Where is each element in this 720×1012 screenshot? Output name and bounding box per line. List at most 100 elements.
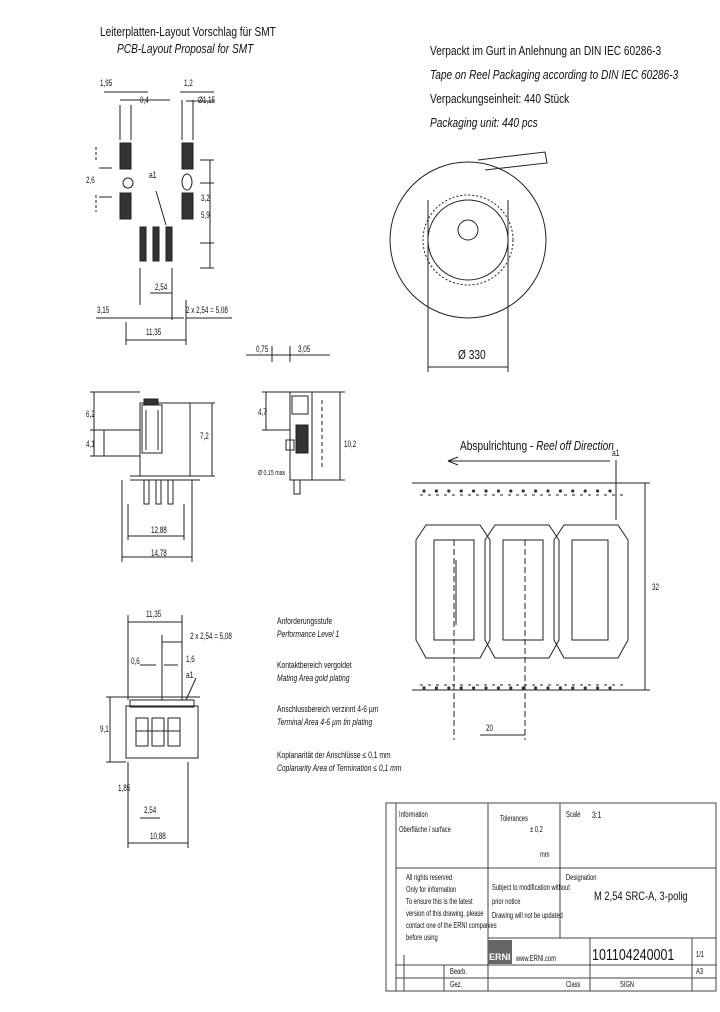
sprocket-hole [509,489,513,493]
dim-0-75: 0,75 [256,344,269,354]
sprocket-hole [583,686,587,690]
tb-subject-3: Drawing will not be updated [492,911,563,920]
tb-designation: M 2,54 SRC-A, 3-polig [594,889,688,903]
sprocket-hole [521,489,525,493]
dim-dia-1-15: Ø1,15 [198,95,216,105]
side-view [262,392,345,494]
erni-logo: ERNI [489,952,511,962]
sprocket-hole [608,489,612,493]
title-block-frame [386,803,716,991]
front-view [90,392,215,562]
dim-2-54: 2,54 [155,282,168,292]
dim-9-1: 9,1 [100,724,109,734]
tb-rights: All rights reserved [406,873,453,882]
tb-surface: Oberfläche / surface [399,825,451,834]
sprocket-hole [447,686,451,690]
tape-a1-label: a1 [612,448,620,458]
sprocket-hole [534,686,538,690]
tb-information: Information [399,810,428,819]
note-4-en: Coplanarity Area of Termination ≤ 0,1 mm [277,763,402,773]
tb-only-info: Only for information [406,885,457,894]
dim-0-4: 0,4 [140,95,149,105]
note-4-de: Koplanarität der Anschlüsse ≤ 0,1 mm [277,750,391,760]
sprocket-hole [472,489,476,493]
sprocket-hole [534,489,538,493]
dim-1-6: 1,6 [186,654,195,664]
tape-pitch-20: 20 [486,723,494,733]
tb-part-number: 101104240001 [592,947,675,964]
dim-bottom-11-35: 11,35 [146,609,162,619]
tb-sheet: 1/1 [696,950,705,959]
tb-tol-symbol: ± 0,2 [530,825,543,834]
tb-class-label: Class [566,980,581,989]
note-2-de: Kontaktbereich vergoldet [277,660,352,670]
dim-3-15: 3,15 [97,305,110,315]
packaging-line1-de: Verpackt im Gurt in Anlehnung an DIN IEC… [430,43,662,58]
tb-scale-label: Scale [566,810,581,819]
sprocket-hole [558,489,563,493]
sprocket-hole [546,686,550,690]
sprocket-hole [484,489,488,493]
sprocket-hole [571,489,575,493]
sprocket-hole [484,686,488,690]
tb-designation-label: Designation [566,873,597,882]
tb-row-label-2: Gez. [450,980,463,989]
pin-a1-label: a1 [149,170,157,180]
dim-bottom-pitch: 2 x 2,54 = 5,08 [190,631,232,641]
dim-7-2: 7,2 [200,431,209,441]
tb-scale-value: 3:1 [592,810,602,820]
dim-10-2: 10,2 [344,439,357,449]
tb-latest-1: To ensure this is the latest [406,897,473,906]
tape-width-32: 32 [652,582,660,592]
dim-1-2: 1,2 [184,78,193,88]
sprocket-hole [496,489,500,493]
sprocket-hole [596,489,600,493]
reel-diameter: Ø 330 [458,347,486,362]
sprocket-hole [509,686,513,690]
tb-latest-4: before using [406,933,438,942]
packaging-line2-en: Packaging unit: 440 pcs [430,115,538,130]
dim-1-95: 1,95 [100,78,113,88]
reel-off-de: Abspulrichtung - [460,438,537,453]
sprocket-hole [434,686,438,690]
sprocket-hole [596,686,600,690]
dim-12-88: 12,88 [151,525,167,535]
tb-tol-note: mm [540,850,550,859]
dim-11-35: 11,35 [146,327,162,337]
dim-4-1: 4,1 [86,439,95,449]
note-3-de: Anschlussbereich verzinnt 4-6 µm [277,704,379,714]
tb-latest-2: version of this drawing, please [406,909,484,918]
sprocket-hole [422,489,426,493]
dim-4-7: 4,7 [258,407,267,417]
sprocket-hole [459,686,463,690]
dim-bottom-2-54: 2,54 [144,805,157,815]
tb-subject-1: Subject to modification without [492,883,570,892]
sprocket-hole [521,686,525,690]
note-1-de: Anforderungsstufe [277,616,333,626]
sprocket-hole [583,489,587,493]
reel-off-en: Reel off Direction [536,438,614,453]
packaging-line2-de: Verpackungseinheit: 440 Stück [430,91,570,106]
dim-5-9: 5,9 [201,210,210,220]
sprocket-hole [447,489,451,493]
dim-pitch: 2 x 2,54 = 5,08 [186,305,228,315]
bottom-view [106,615,200,848]
tb-sign-label: SIGN [620,980,635,989]
reel-off-direction: Abspulrichtung - Reel off Direction [460,439,614,452]
dim-14-78: 14,78 [151,548,167,558]
note-3-en: Terminal Area 4-6 µm tin plating [277,717,373,727]
packaging-line1-en: Tape on Reel Packaging according to DIN … [430,67,679,82]
sprocket-hole [422,686,426,690]
tb-tolerances: Tolerances [500,814,528,823]
sprocket-hole [546,489,550,493]
dim-dia-0-15: Ø 0,15 max [258,470,286,477]
dim-3-2: 3,2 [201,193,210,203]
sprocket-hole [558,686,563,690]
sprocket-hole [459,489,463,493]
layout-title-de: Leiterplatten-Layout Vorschlag für SMT [100,24,276,39]
dim-1-85: 1,85 [118,783,131,793]
reel-view [390,152,547,372]
dim-2-6: 2,6 [86,175,95,185]
